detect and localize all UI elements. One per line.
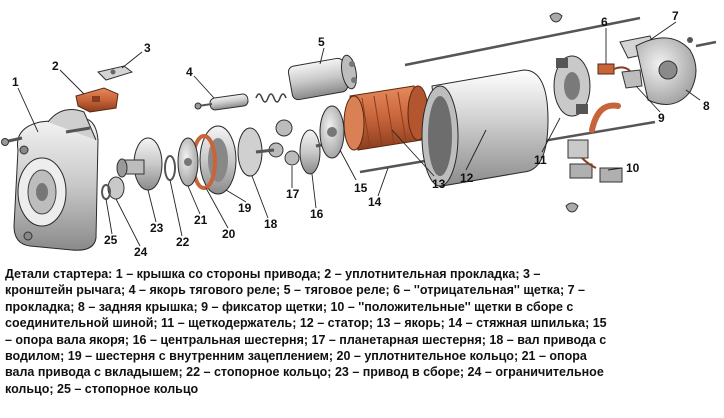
cover-bolts bbox=[1, 126, 91, 146]
drive-shaft-support bbox=[177, 137, 199, 187]
callout-13: 13 bbox=[432, 177, 446, 191]
callout-15: 15 bbox=[354, 181, 368, 195]
callout-1: 1 bbox=[12, 75, 19, 89]
brush-holder bbox=[553, 55, 591, 117]
rear-cover bbox=[635, 37, 717, 105]
callout-20: 20 bbox=[222, 227, 236, 241]
callout-18: 18 bbox=[264, 217, 278, 231]
brush-retainer bbox=[621, 69, 643, 89]
caption-line: прокладка; 8 – задняя крышка; 9 – фиксат… bbox=[5, 299, 574, 314]
drive-end-cover bbox=[13, 109, 99, 251]
callout-21: 21 bbox=[194, 213, 208, 227]
callout-4: 4 bbox=[186, 65, 193, 79]
callout-17: 17 bbox=[286, 187, 300, 201]
callout-2: 2 bbox=[52, 59, 59, 73]
callout-5: 5 bbox=[318, 35, 325, 49]
callout-14: 14 bbox=[368, 195, 382, 209]
callout-25: 25 bbox=[104, 233, 118, 247]
sealing-gasket bbox=[75, 87, 119, 113]
callout-11: 11 bbox=[534, 153, 547, 167]
caption-line: кронштейн рычага; 4 – якорь тягового рел… bbox=[5, 283, 586, 298]
callout-8: 8 bbox=[703, 99, 710, 113]
starter-exploded-diagram: 1 2 3 4 5 6 7 8 9 10 11 12 13 14 15 16 1… bbox=[1, 9, 717, 259]
callout-3: 3 bbox=[144, 41, 151, 55]
stator bbox=[421, 69, 549, 187]
callout-7: 7 bbox=[672, 9, 679, 23]
parts-caption: Детали стартера: 1 – крышка со стороны п… bbox=[5, 266, 719, 397]
callout-23: 23 bbox=[150, 221, 164, 235]
callout-22: 22 bbox=[176, 235, 190, 249]
relay-spring bbox=[255, 93, 287, 103]
lever-bracket bbox=[97, 65, 134, 81]
caption-line: соединительной шиной; 11 – щеткодержател… bbox=[5, 316, 607, 331]
positive-brushes bbox=[565, 102, 623, 213]
callout-24: 24 bbox=[134, 245, 148, 259]
retaining-ring bbox=[164, 155, 176, 181]
drive-shaft-carrier bbox=[237, 127, 275, 177]
callout-6: 6 bbox=[601, 15, 608, 29]
caption-line: вала привода с вкладышем; 22 – стопорное… bbox=[5, 365, 604, 380]
brush-clip-top bbox=[549, 12, 563, 23]
caption-line: – опора вала якоря; 16 – центральная шес… bbox=[5, 332, 607, 347]
callout-10: 10 bbox=[626, 161, 640, 175]
leader-lines bbox=[17, 21, 701, 247]
callout-9: 9 bbox=[658, 111, 665, 125]
planetary-gear bbox=[268, 119, 300, 166]
drive-assembly bbox=[116, 137, 163, 191]
armature-shaft-support bbox=[319, 105, 345, 159]
caption-line: кольцо; 25 – стопорное кольцо bbox=[5, 381, 199, 396]
relay-armature bbox=[194, 93, 249, 111]
traction-relay bbox=[287, 54, 357, 101]
callout-labels: 1 2 3 4 5 6 7 8 9 10 11 12 13 14 15 16 1… bbox=[12, 9, 710, 259]
callout-12: 12 bbox=[460, 171, 474, 185]
caption-line: водилом; 19 – шестерня с внутренним заце… bbox=[5, 349, 587, 364]
caption-line: Детали стартера: 1 – крышка со стороны п… bbox=[5, 267, 541, 281]
callout-16: 16 bbox=[310, 207, 324, 221]
armature bbox=[329, 85, 449, 151]
callout-19: 19 bbox=[238, 201, 252, 215]
